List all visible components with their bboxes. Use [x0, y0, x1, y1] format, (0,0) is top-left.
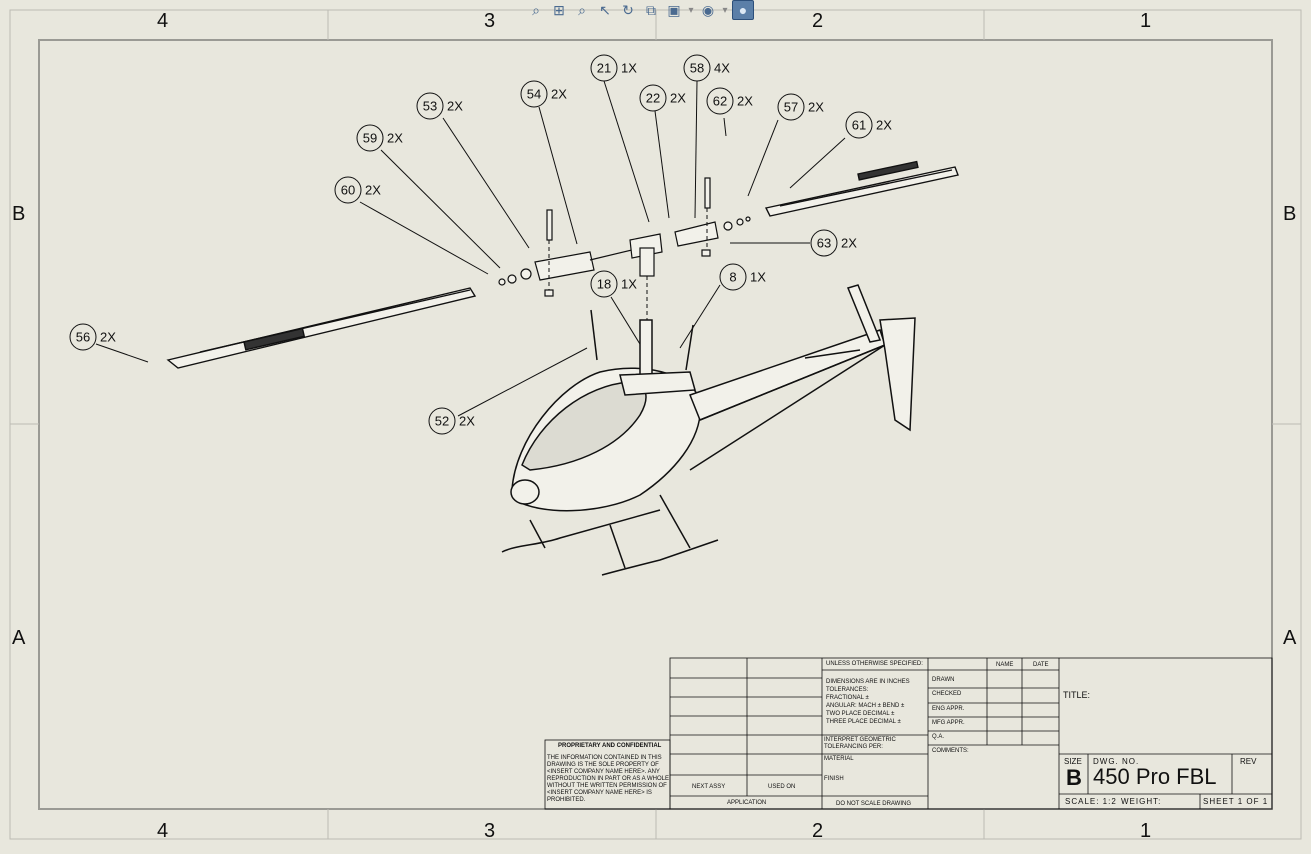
balloon-circle	[845, 111, 873, 139]
view-orientation-icon[interactable]: ▣	[667, 1, 681, 18]
balloon-circle	[719, 263, 747, 291]
balloon-59: 59 2X	[356, 124, 403, 152]
balloon-number: 56	[76, 330, 90, 345]
balloon-circle	[590, 54, 618, 82]
heads-up-view-toolbar: ⌕ ⊞ ⌕ ↖ ↻ ⧉ ▣ ▾ ◉ ▾ ●	[526, 0, 754, 20]
balloon-number: 18	[597, 277, 611, 292]
balloon-61: 61 2X	[845, 111, 892, 139]
balloon-quantity: 2X	[100, 330, 116, 345]
balloon-quantity: 2X	[447, 99, 463, 114]
balloon-circle	[683, 54, 711, 82]
balloon-circle	[334, 176, 362, 204]
zone-row-b-left: B	[12, 203, 26, 225]
balloon-circle	[810, 229, 838, 257]
balloon-quantity: 2X	[459, 414, 475, 429]
balloon-quantity: 2X	[841, 236, 857, 251]
zone-row-a-left: A	[12, 627, 26, 649]
balloon-circle	[777, 93, 805, 121]
balloon-number: 57	[784, 100, 798, 115]
balloon-circle	[520, 80, 548, 108]
balloon-56: 56 2X	[69, 323, 116, 351]
balloon-quantity: 1X	[750, 270, 766, 285]
balloon-circle	[590, 270, 618, 298]
zoom-area-icon[interactable]: ⊞	[553, 1, 565, 18]
landing-skids	[501, 494, 719, 576]
balloon-63: 63 2X	[810, 229, 857, 257]
balloon-18: 18 1X	[590, 270, 637, 298]
leader-lines	[95, 80, 846, 417]
balloon-number: 8	[729, 270, 736, 285]
balloon-circle	[416, 92, 444, 120]
balloon-53: 53 2X	[416, 92, 463, 120]
helicopter-body	[510, 284, 916, 512]
balloon-circle	[69, 323, 97, 351]
balloons: 21 1X 58 4X 54 2X 22 2X 53 2X 62 2X 57 2X 59 2X 61 2X 60 2X…	[69, 54, 892, 435]
section-view-icon[interactable]: ⧉	[646, 1, 656, 18]
hide-show-icon[interactable]: ◉	[701, 1, 715, 18]
balloon-quantity: 2X	[551, 87, 567, 102]
zone-col-3-bottom: 3	[484, 820, 496, 842]
balloon-22: 22 2X	[639, 84, 686, 112]
title-block	[544, 657, 1273, 810]
zone-col-1-top: 1	[1140, 10, 1152, 32]
chevron-down-icon[interactable]: ▾	[688, 4, 694, 16]
rotate-icon[interactable]: ↻	[622, 1, 634, 18]
balloon-circle	[706, 87, 734, 115]
balloon-58: 58 4X	[683, 54, 730, 82]
balloon-circle	[428, 407, 456, 435]
balloon-8: 8 1X	[719, 263, 766, 291]
balloon-quantity: 1X	[621, 277, 637, 292]
zone-col-3-top: 3	[484, 10, 496, 32]
zone-row-b-right: B	[1283, 203, 1297, 225]
balloon-number: 52	[435, 414, 449, 429]
balloon-number: 63	[817, 236, 831, 251]
canopy-pins	[590, 309, 694, 371]
appearance-icon[interactable]: ●	[732, 0, 754, 20]
balloon-quantity: 2X	[876, 118, 892, 133]
balloon-60: 60 2X	[334, 176, 381, 204]
zone-col-4-top: 4	[157, 10, 169, 32]
zoom-fit-icon[interactable]: ⌕	[532, 1, 540, 18]
balloon-number: 62	[713, 94, 727, 109]
balloon-number: 58	[690, 61, 704, 76]
balloon-circle	[639, 84, 667, 112]
balloon-quantity: 2X	[387, 131, 403, 146]
rotor-blade-right	[764, 160, 959, 217]
center-lines	[548, 208, 708, 320]
balloon-number: 54	[527, 87, 541, 102]
balloon-circle	[356, 124, 384, 152]
rotor-blade-left	[166, 287, 477, 369]
balloon-52: 52 2X	[428, 407, 475, 435]
balloon-54: 54 2X	[520, 80, 567, 108]
zone-col-1-bottom: 1	[1140, 820, 1152, 842]
balloon-number: 61	[852, 118, 866, 133]
balloon-number: 59	[363, 131, 377, 146]
balloon-number: 60	[341, 183, 355, 198]
zone-col-4-bottom: 4	[157, 820, 169, 842]
balloon-57: 57 2X	[777, 93, 824, 121]
balloon-number: 53	[423, 99, 437, 114]
zone-col-2-top: 2	[812, 10, 824, 32]
balloon-quantity: 2X	[808, 100, 824, 115]
chevron-down-icon[interactable]: ▾	[722, 4, 728, 16]
zone-col-2-bottom: 2	[812, 820, 824, 842]
balloon-quantity: 2X	[737, 94, 753, 109]
balloon-number: 21	[597, 61, 611, 76]
balloon-quantity: 1X	[621, 61, 637, 76]
zoom-in-out-icon[interactable]: ⌕	[578, 1, 586, 18]
balloon-quantity: 2X	[670, 91, 686, 106]
rotor-head	[498, 177, 751, 297]
balloon-62: 62 2X	[706, 87, 753, 115]
zone-ticks	[10, 10, 1301, 839]
zone-row-a-right: A	[1283, 627, 1297, 649]
select-icon[interactable]: ↖	[599, 1, 611, 18]
balloon-number: 22	[646, 91, 660, 106]
balloon-quantity: 4X	[714, 61, 730, 76]
balloon-quantity: 2X	[365, 183, 381, 198]
balloon-21: 21 1X	[590, 54, 637, 82]
